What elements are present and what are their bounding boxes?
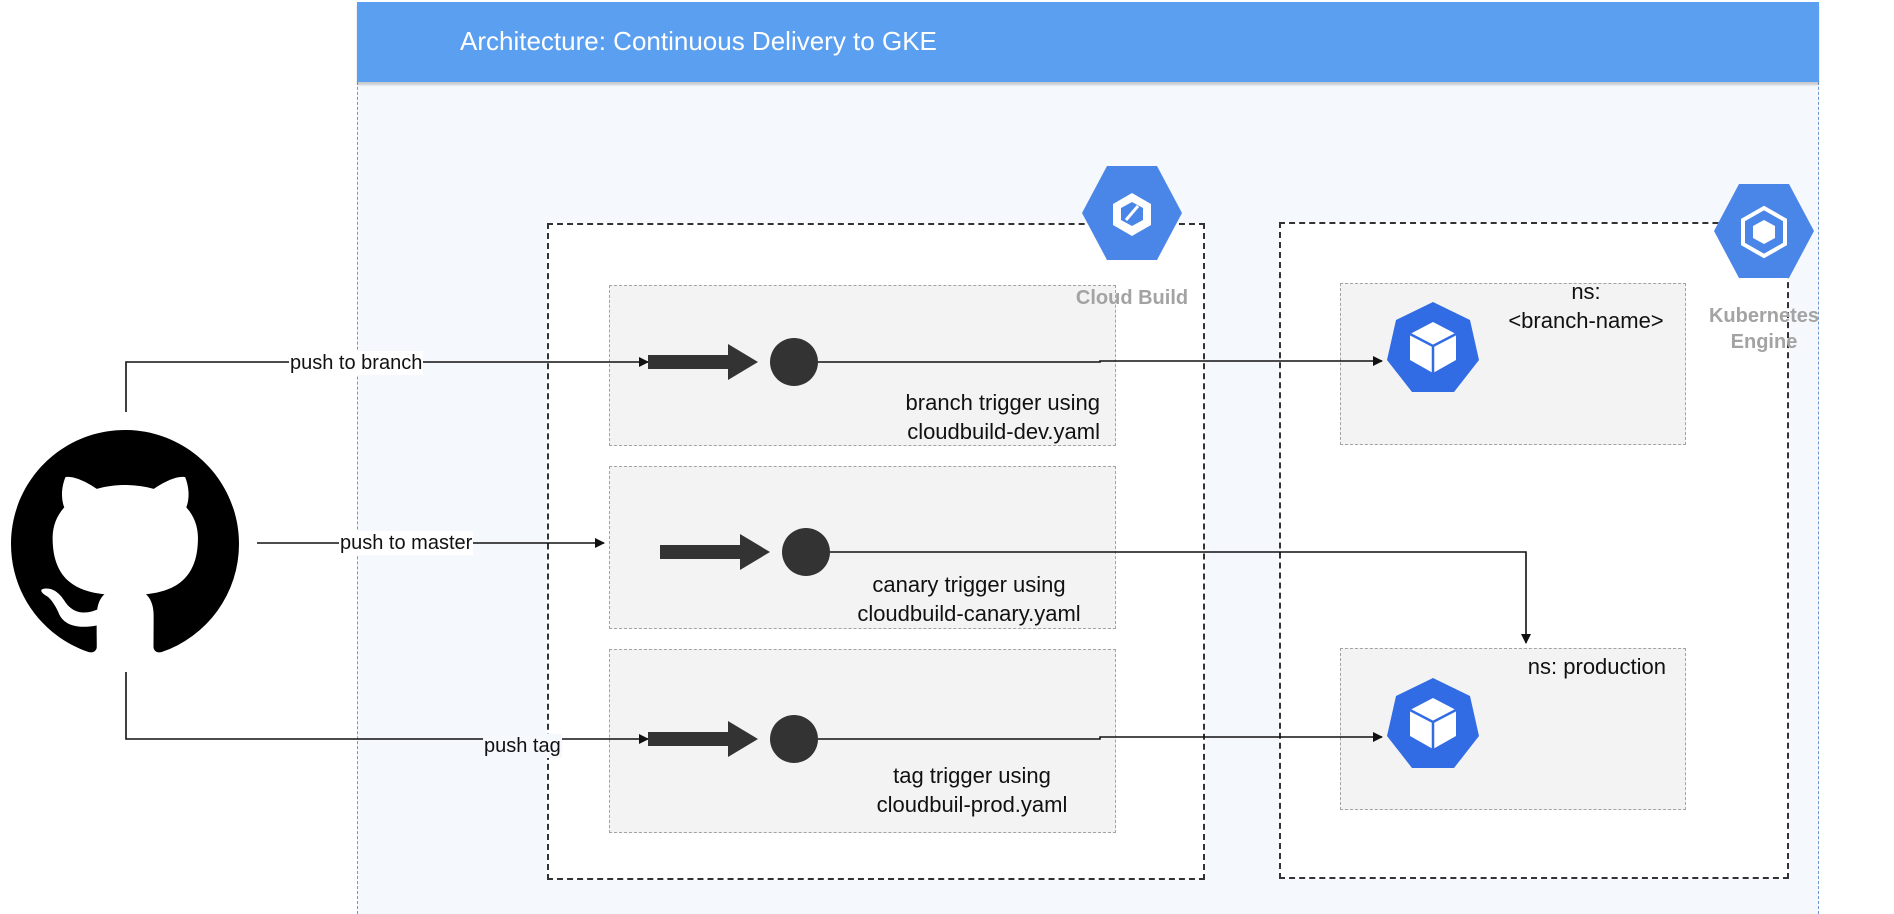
tag-trigger-label-line2: cloudbuil-prod.yaml	[876, 792, 1068, 817]
branch-deploy-edge	[818, 356, 1383, 366]
diagram-title: Architecture: Continuous Delivery to GKE	[460, 26, 937, 56]
tag-deploy-edge	[818, 732, 1383, 742]
canary-trigger-label: canary trigger using cloudbuild-canary.y…	[842, 570, 1096, 628]
namespace-branch-label: ns: <branch-name>	[1496, 277, 1676, 335]
diagram-header: Architecture: Continuous Delivery to GKE	[357, 2, 1819, 82]
branch-trigger-label-line1: branch trigger using	[905, 390, 1100, 415]
kubernetes-engine-icon	[1714, 184, 1814, 278]
kubernetes-pod-icon	[1387, 302, 1479, 392]
push-to-master-label: push to master	[339, 531, 474, 555]
canary-deploy-edge	[830, 551, 1531, 644]
kubernetes-pod-icon	[1387, 678, 1479, 768]
cloud-build-icon	[1082, 166, 1182, 260]
kubernetes-engine-label: Kubernetes Engine	[1694, 303, 1834, 355]
push-to-branch-label: push to branch	[289, 351, 424, 375]
branch-trigger-pipeline-icon	[648, 338, 818, 386]
tag-trigger-label: tag trigger using cloudbuil-prod.yaml	[862, 761, 1082, 819]
canary-trigger-label-line2: cloudbuild-canary.yaml	[857, 601, 1081, 626]
namespace-branch-label-line1: ns:	[1571, 279, 1601, 304]
namespace-production-label: ns: production	[1528, 652, 1666, 681]
branch-trigger-label: branch trigger using cloudbuild-dev.yaml	[906, 388, 1100, 446]
kubernetes-engine-label-line1: Kubernetes	[1708, 305, 1820, 327]
github-icon	[11, 430, 239, 653]
canary-trigger-pipeline-icon	[660, 528, 830, 576]
namespace-branch-label-line2: <branch-name>	[1508, 308, 1664, 333]
canary-trigger-label-line1: canary trigger using	[872, 572, 1066, 597]
branch-trigger-label-line2: cloudbuild-dev.yaml	[907, 419, 1100, 444]
tag-trigger-pipeline-icon	[648, 715, 818, 763]
namespace-production-label-line1: ns: production	[1527, 654, 1666, 679]
push-to-branch-edge	[125, 357, 649, 412]
kubernetes-engine-label-line2: Engine	[1730, 331, 1798, 353]
push-tag-edge	[125, 672, 649, 744]
tag-trigger-label-line1: tag trigger using	[893, 763, 1051, 788]
cloud-build-label: Cloud Build	[1075, 287, 1189, 309]
push-tag-label: push tag	[483, 734, 562, 758]
